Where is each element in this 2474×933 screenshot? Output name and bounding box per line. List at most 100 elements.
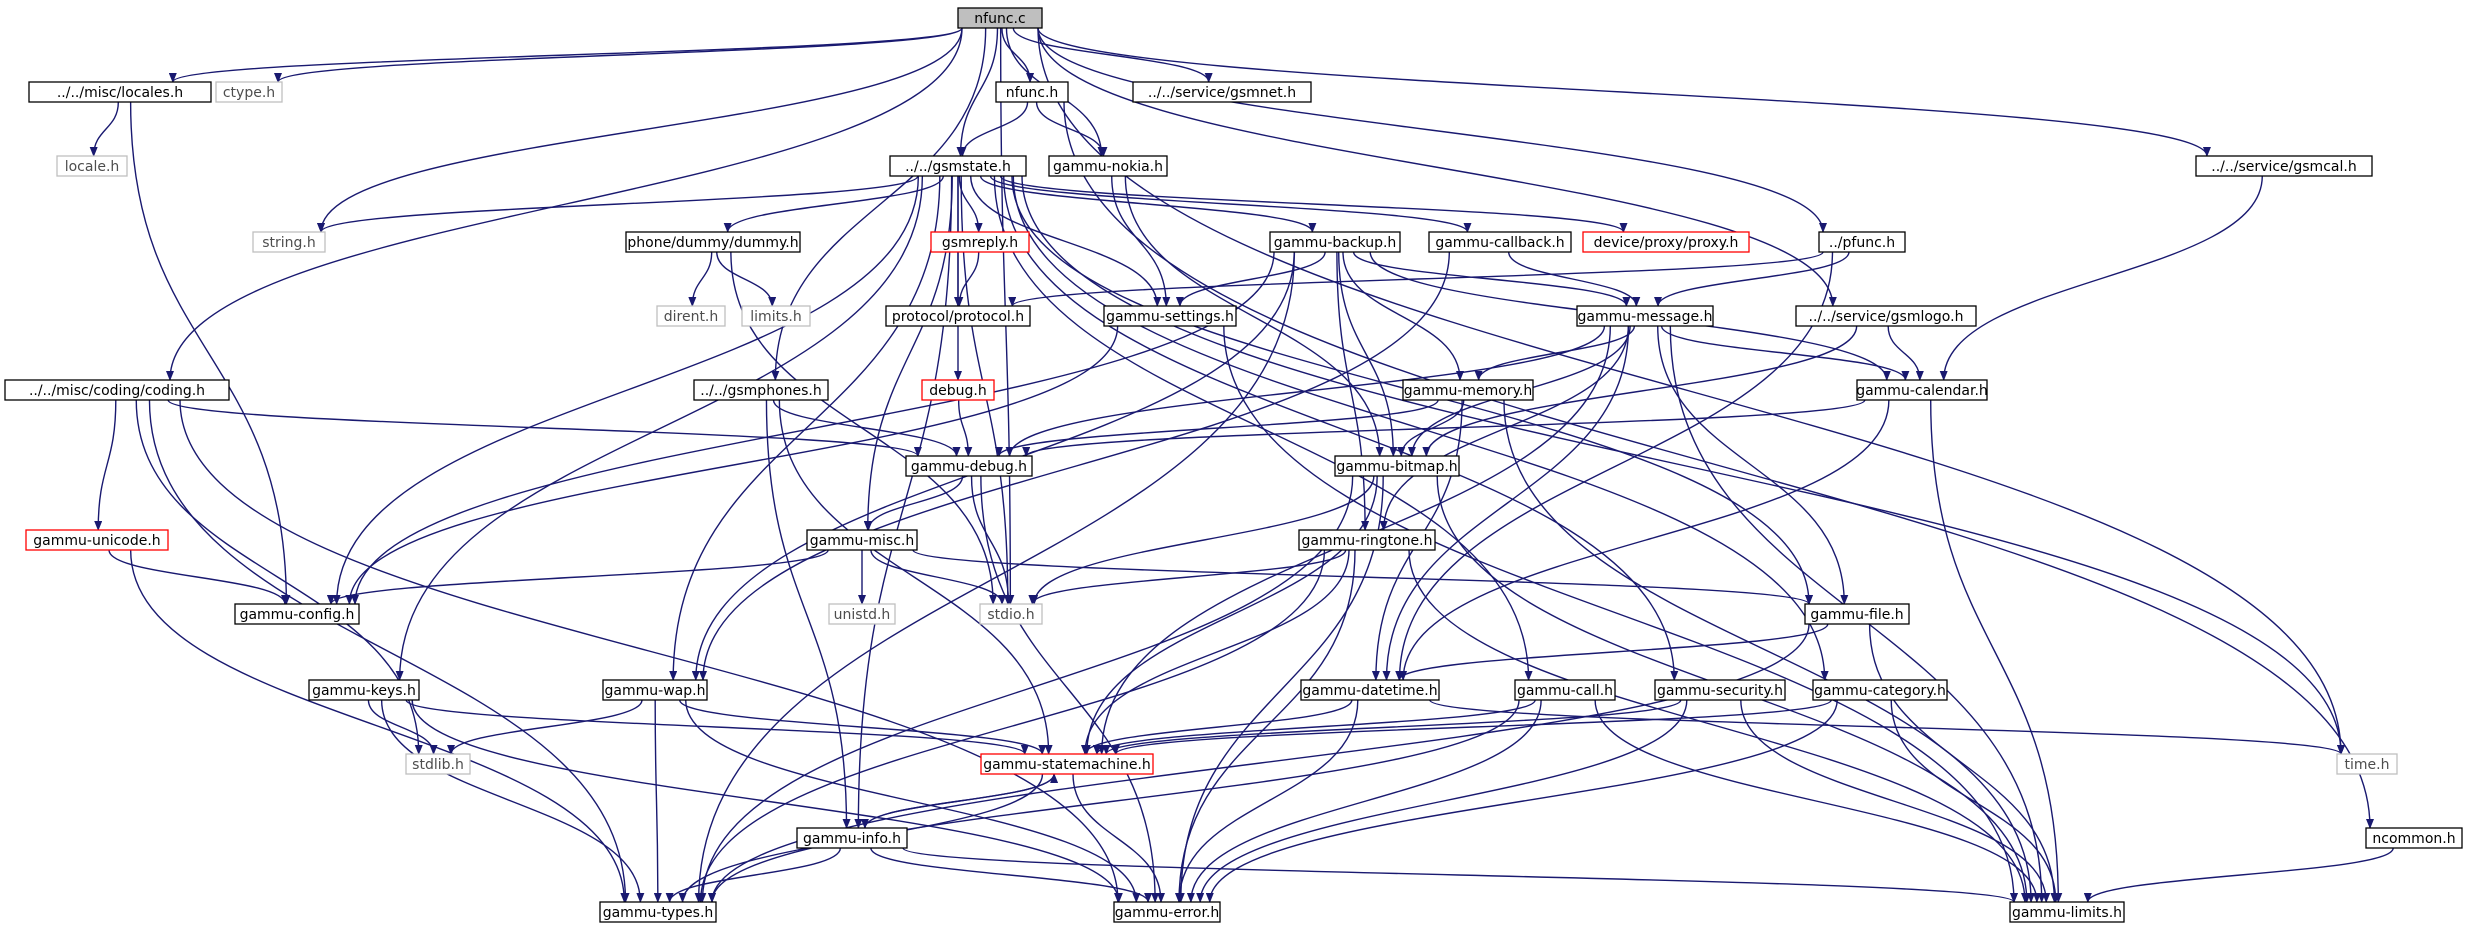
edge-line [1395,251,1834,681]
node-box [1298,529,1436,551]
node-nfunc-c[interactable]: nfunc.c [957,7,1043,29]
edge-line [1930,399,2063,903]
node-gammu-bitmap-h[interactable]: gammu-bitmap.h [1334,455,1460,477]
node-gammu-unicode-h[interactable]: gammu-unicode.h [25,529,169,551]
node-box [930,231,1030,253]
edge-coding-h-to-gammu-unicode-h [94,399,117,531]
node-gammu-error-h[interactable]: gammu-error.h [1113,901,1221,923]
node-label: gammu-debug.h [911,459,1027,475]
edge-line [1022,399,1866,457]
edge-line [1021,175,2345,755]
edge-line [1102,699,1682,755]
node-box [1113,901,1221,923]
edge-gammu-misc-h-to-gammu-config-h [327,549,829,605]
node-gammu-file-h[interactable]: gammu-file.h [1804,603,1910,625]
node-gammu-statemachine-h[interactable]: gammu-statemachine.h [980,753,1154,775]
node-gsmreply-h[interactable]: gsmreply.h [930,231,1030,253]
node-gammu-nokia-h[interactable]: gammu-nokia.h [1048,155,1168,177]
edge-gammu-debug-h-to-stdio-h [970,475,1013,605]
edge-line [447,699,643,755]
node-ctype-h: ctype.h [215,81,283,103]
node-locale-h: locale.h [56,155,128,177]
node-pfunc-h[interactable]: ../pfunc.h [1818,231,1906,253]
node-label: gammu-misc.h [810,533,915,549]
edge-gammu-misc-h-to-stdio-h [870,549,1007,605]
node-limits-h: limits.h [741,305,811,327]
edge-gsmstate-h-to-gammu-security-h [1003,175,1679,681]
node-proxy-h[interactable]: device/proxy/proxy.h [1582,231,1750,253]
edge-gammu-security-h-to-gammu-statemachine-h [1102,699,1682,755]
edge-line [89,101,120,157]
node-protocol-h[interactable]: protocol/protocol.h [885,305,1031,327]
node-label: ../../service/gsmnet.h [1148,85,1296,101]
edge-gammu-unicode-h-to-gammu-config-h [108,549,289,605]
node-gammu-keys-h[interactable]: gammu-keys.h [308,679,420,701]
node-gsmphones-h[interactable]: ../../gsmphones.h [693,379,829,401]
node-gammu-misc-h[interactable]: gammu-misc.h [806,529,918,551]
node-gammu-memory-h[interactable]: gammu-memory.h [1402,379,1534,401]
edge-line [669,175,941,681]
edge-gsmstate-h-to-proxy-h [999,175,1628,233]
node-gammu-settings-h[interactable]: gammu-settings.h [1103,305,1237,327]
node-gammu-backup-h[interactable]: gammu-backup.h [1269,231,1401,253]
edge-line [1474,325,1636,381]
node-box [693,379,829,401]
edge-line [1030,475,1375,605]
edge-gammu-debug-h-to-gammu-misc-h [864,475,964,531]
edge-line [870,549,1007,605]
node-gammu-message-h[interactable]: gammu-message.h [1576,305,1714,327]
edge-line [1382,325,1630,681]
node-box [2365,827,2463,849]
node-gsmcal-h[interactable]: ../../service/gsmcal.h [2195,155,2373,177]
node-box [979,603,1043,625]
node-gammu-category-h[interactable]: gammu-category.h [1812,679,1948,701]
edge-gsmphones-h-to-gammu-debug-h [772,399,961,457]
edge-gammu-info-h-to-gammu-statemachine-h [864,773,1059,829]
node-gammu-limits-h[interactable]: gammu-limits.h [2009,901,2125,923]
node-gammu-datetime-h[interactable]: gammu-datetime.h [1300,679,1440,701]
edge-nfunc-h-to-gammu-nokia-h [1035,101,1108,157]
node-gammu-debug-h[interactable]: gammu-debug.h [905,455,1033,477]
edge-gsmreply-h-to-protocol-h [955,251,980,307]
node-ncommon-h[interactable]: ncommon.h [2365,827,2463,849]
node-gammu-config-h[interactable]: gammu-config.h [234,603,360,625]
node-gammu-ringtone-h[interactable]: gammu-ringtone.h [1298,529,1436,551]
edge-gammu-ringtone-h-to-gammu-types-h [696,549,1326,903]
node-label: gammu-keys.h [312,683,416,699]
node-label: dirent.h [664,309,719,325]
node-debug-h[interactable]: debug.h [921,379,995,401]
node-gammu-callback-h[interactable]: gammu-callback.h [1428,231,1572,253]
edge-line [1012,175,1829,681]
edge-line [864,475,964,531]
edge-line [1028,549,1347,605]
node-label: gammu-calendar.h [1856,383,1988,399]
node-gammu-types-h[interactable]: gammu-types.h [599,901,717,923]
node-nfunc-h[interactable]: nfunc.h [995,81,1069,103]
node-label: nfunc.c [974,11,1025,27]
edge-line [870,847,1153,903]
node-locales-h[interactable]: ../../misc/locales.h [28,81,212,103]
edge-line [1890,699,2060,903]
node-label: unistd.h [834,607,891,623]
node-label: gammu-settings.h [1106,309,1234,325]
edge-line [1001,27,1035,83]
edge-gammu-keys-h-to-stdlib-h [367,699,438,755]
node-gammu-call-h[interactable]: gammu-call.h [1514,679,1616,701]
edge-line [708,699,1520,903]
node-gammu-calendar-h[interactable]: gammu-calendar.h [1856,379,1988,401]
node-gsmnet-h[interactable]: ../../service/gsmnet.h [1132,81,1312,103]
node-label: gammu-datetime.h [1302,683,1437,699]
node-label: gammu-info.h [803,831,901,847]
node-gammu-security-h[interactable]: gammu-security.h [1654,679,1786,701]
node-coding-h[interactable]: ../../misc/coding/coding.h [4,379,230,401]
edge-coding-h-to-gammu-error-h [179,399,1122,903]
node-box [625,231,801,253]
node-gsmstate-h[interactable]: ../../gsmstate.h [889,155,1027,177]
node-gsmlogo-h[interactable]: ../../service/gsmlogo.h [1795,305,1977,327]
node-gammu-wap-h[interactable]: gammu-wap.h [602,679,708,701]
node-dummy-h[interactable]: phone/dummy/dummy.h [625,231,801,253]
node-label: ctype.h [223,85,275,101]
edge-gammu-message-h-to-gammu-memory-h [1474,325,1636,381]
node-box [308,679,420,701]
node-gammu-info-h[interactable]: gammu-info.h [796,827,908,849]
